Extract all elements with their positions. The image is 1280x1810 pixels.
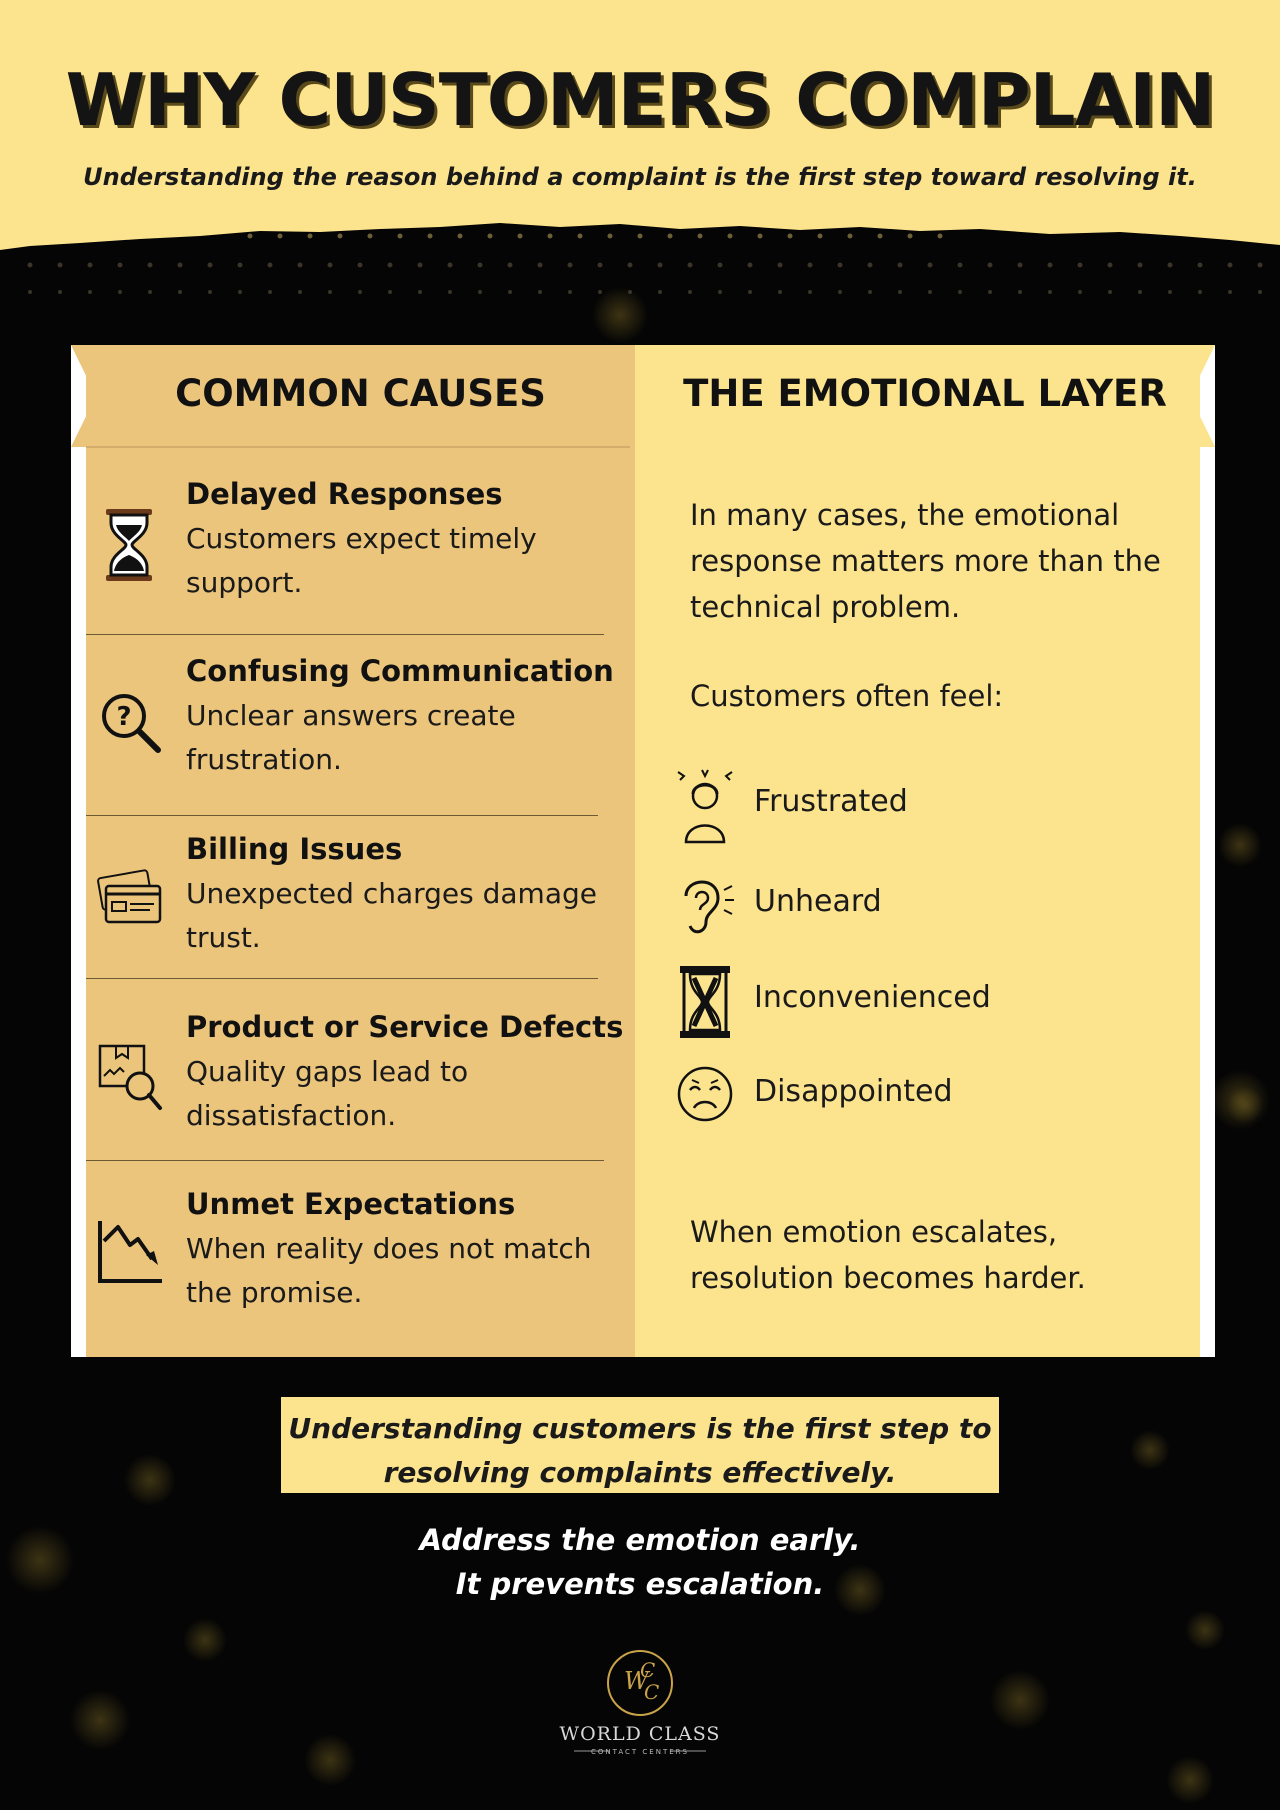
header-background (0, 0, 1280, 250)
sad-face-icon (677, 1066, 733, 1122)
cause-item-confusing-communication: ? Confusing Communication Unclear answer… (86, 652, 635, 802)
cause-name: Confusing Communication (186, 654, 614, 688)
brand-name: WORLD CLASS (559, 1723, 721, 1745)
brand-tagline: CONTACT CENTERS (591, 1748, 689, 1756)
emotional-layer-column (635, 345, 1200, 1357)
cause-name: Delayed Responses (186, 477, 503, 511)
world-class-logo-icon: W C C (574, 1650, 706, 1752)
common-causes-heading: COMMON CAUSES (175, 372, 546, 415)
cause-description: Quality gaps lead to dissatisfaction. (186, 1055, 469, 1132)
page-subtitle: Understanding the reason behind a compla… (83, 163, 1197, 191)
svg-text:W: W (624, 1667, 651, 1695)
ear-icon (684, 880, 734, 934)
hourglass-icon (106, 509, 152, 581)
heading-banner (71, 345, 1215, 448)
closing-message: Address the emotion early. It prevents e… (0, 1518, 1280, 1606)
key-takeaway-callout: Understanding customers is the first ste… (281, 1397, 999, 1493)
feeling-label: Inconvenienced (754, 980, 991, 1015)
feel-lead-text: Customers often feel: (690, 679, 1004, 713)
feeling-label: Frustrated (754, 784, 908, 819)
question-magnifier-icon: ? (102, 694, 161, 753)
cause-divider (86, 815, 598, 816)
callout-text: Understanding customers is the first ste… (288, 1412, 992, 1489)
cause-description: Customers expect timely support. (186, 522, 537, 599)
cause-item-delayed-responses: Delayed Responses Customers expect timel… (86, 475, 635, 625)
cause-item-product-defects: Product or Service Defects Quality gaps … (86, 1008, 635, 1158)
cause-divider (86, 1160, 604, 1161)
feeling-label: Unheard (754, 884, 882, 919)
credit-card-icon (97, 869, 162, 924)
cause-item-unmet-expectations: Unmet Expectations When reality does not… (86, 1185, 635, 1335)
emotional-intro-text: In many cases, the emotional response ma… (690, 498, 1161, 624)
cause-item-billing-issues: Billing Issues Unexpected charges damage… (86, 830, 635, 980)
page-title: WHY CUSTOMERS COMPLAIN (65, 58, 1216, 142)
hourglass-icon (680, 966, 730, 1038)
cause-divider (86, 634, 604, 635)
feeling-label: Disappointed (754, 1074, 953, 1109)
cause-name: Unmet Expectations (186, 1187, 516, 1221)
frustrated-person-icon (677, 769, 733, 844)
cause-description: When reality does not match the promise. (186, 1232, 592, 1309)
cause-description: Unclear answers create frustration. (186, 699, 516, 776)
svg-text:C: C (640, 1658, 655, 1682)
closing-line-2: It prevents escalation. (455, 1567, 825, 1601)
emotional-layer-heading: THE EMOTIONAL LAYER (683, 372, 1167, 415)
common-causes-column (86, 345, 635, 1357)
cause-divider (86, 978, 598, 979)
cause-description: Unexpected charges damage trust. (186, 877, 597, 954)
svg-text:C: C (644, 1680, 659, 1704)
cause-name: Billing Issues (186, 832, 403, 866)
box-inspection-icon (98, 1044, 162, 1110)
cause-name: Product or Service Defects (186, 1010, 624, 1044)
declining-chart-icon (98, 1221, 162, 1283)
closing-line-1: Address the emotion early. (419, 1523, 861, 1557)
svg-text:?: ? (116, 702, 131, 732)
emotional-outro-text: When emotion escalates, resolution becom… (690, 1215, 1086, 1295)
